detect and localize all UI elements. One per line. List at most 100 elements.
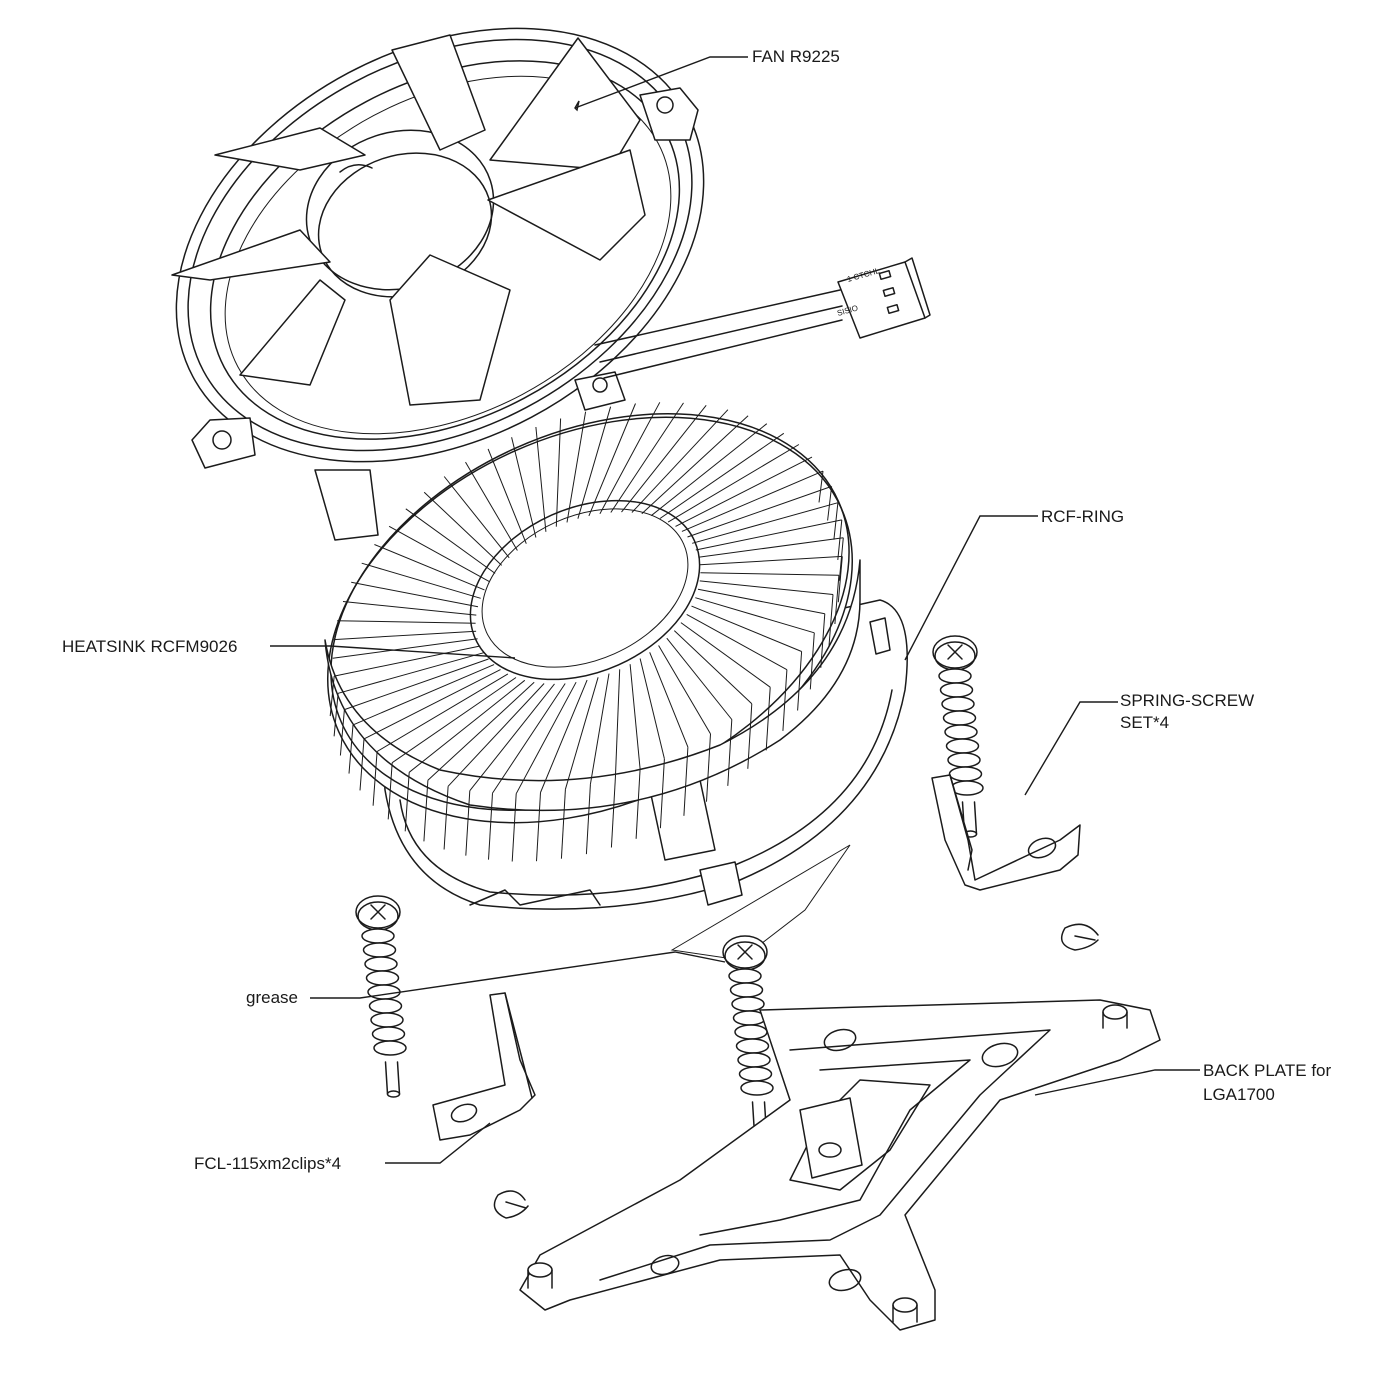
heatsink-fin <box>443 476 510 559</box>
heatsink-fin <box>555 418 562 527</box>
fan-label: FAN R9225 <box>752 47 840 66</box>
heatsink-fin <box>342 601 477 616</box>
heatsink-fin <box>344 658 489 711</box>
spring-coil <box>368 998 403 1014</box>
heatsink-fin-edge <box>348 724 354 774</box>
spring-coil <box>738 1066 773 1082</box>
heatsink-fin <box>423 491 503 566</box>
heatsink-fin-edge <box>828 594 834 647</box>
rcf-ring-label: RCF-RING <box>1041 507 1125 526</box>
heatsink-fin-edge <box>329 676 335 717</box>
heatsink-fin <box>337 652 484 694</box>
spring-coil <box>944 724 978 740</box>
heatsink-fin <box>680 622 771 688</box>
screw-drive-icon <box>370 904 386 920</box>
heatsink-fin <box>687 485 832 538</box>
heatsink-fin-edge <box>818 471 824 503</box>
heatsink-fin <box>391 677 517 764</box>
spring-coil <box>948 766 983 782</box>
leader-lines <box>270 56 1200 1164</box>
heatsink-fins <box>329 402 844 862</box>
spring-coil <box>938 668 972 684</box>
heatsink-fin-edge <box>585 784 591 855</box>
heatsink-fin-edge <box>404 772 410 832</box>
spring-coil <box>362 942 397 958</box>
screw-drive-icon <box>737 944 753 960</box>
grease-label: grease <box>246 988 298 1007</box>
heatsink-fin-edge <box>387 762 393 820</box>
screw-shaft <box>384 1061 401 1095</box>
heatsink-fin <box>588 403 636 517</box>
heatsink-fin <box>535 426 547 532</box>
spring-screw-label-line1: SPRING-SCREW <box>1120 691 1255 710</box>
heatsink-fin-edge <box>423 780 429 842</box>
heatsink-fin <box>469 683 555 792</box>
clip-left <box>432 992 536 1141</box>
heatsink-fin <box>511 437 537 538</box>
heatsink-fin <box>692 502 839 544</box>
c-ring-right <box>1060 923 1099 951</box>
heatsink-fin-edge <box>834 575 840 625</box>
heatsink-fin <box>691 605 802 652</box>
spring-coil <box>731 996 765 1012</box>
heatsink-fin-edge <box>536 792 541 862</box>
heatsink-fin <box>599 402 661 515</box>
heatsink-fin-edge <box>809 632 815 690</box>
heatsink-fin <box>332 638 478 659</box>
spring-coil <box>371 1026 406 1042</box>
heatsink-fin <box>487 448 527 544</box>
heatsink-fin <box>629 664 641 770</box>
screw-drive-icon <box>947 644 963 660</box>
heatsink-fin <box>614 669 621 778</box>
heatsink-fin <box>698 537 844 558</box>
heatsink-fin <box>621 404 707 513</box>
heatsink-fin <box>363 669 501 740</box>
spring-coil <box>373 1040 407 1056</box>
heatsink-fin <box>695 597 815 634</box>
spring-coil <box>367 984 401 1000</box>
spring-coil <box>729 982 764 998</box>
heatsink-fin <box>649 652 689 748</box>
heatsink-fin <box>374 544 485 591</box>
heatsink-fin <box>564 677 599 790</box>
spring-screw-label-line2: SET*4 <box>1120 713 1170 732</box>
heatsink-fin <box>337 620 476 624</box>
heatsink-fin-edge <box>659 758 665 829</box>
heatsink-fin <box>699 555 843 566</box>
heatsink-fin <box>639 658 665 759</box>
heatsink-fin-edge <box>838 537 844 581</box>
heatsink-fin-edge <box>511 793 517 862</box>
heatsink-fin-edge <box>443 786 449 850</box>
back-plate <box>519 999 1161 1331</box>
heatsink-fin <box>610 402 684 513</box>
heatsink-fin-edge <box>488 793 493 860</box>
heatsink-fin-edge <box>827 486 833 521</box>
heatsink-fin-edge <box>683 747 689 816</box>
heatsink-fin-edge <box>339 709 345 756</box>
heatsink-fin-edge <box>359 738 365 791</box>
heatsink-fin <box>492 683 566 794</box>
heatsink-fin <box>540 679 588 793</box>
heatsink-fin-edge <box>465 790 471 856</box>
spring-coil <box>728 968 762 984</box>
heatsink-fin <box>673 630 753 705</box>
spring-coil <box>361 928 395 944</box>
heatsink-fin-edge <box>837 519 843 560</box>
heatsink-fin-edge <box>372 751 378 806</box>
spring-coil <box>941 696 975 712</box>
spring-screw-center <box>722 935 774 1138</box>
heatsink-fin <box>334 645 481 677</box>
heatsink-fin-edge <box>782 669 788 731</box>
heatsink-fin <box>650 423 768 517</box>
spring-coil <box>365 970 400 986</box>
heatsink-fin <box>408 679 526 773</box>
heatsink-fin-edge <box>727 719 733 786</box>
heatsink-fin-edge <box>837 556 843 603</box>
heatsink-fin <box>361 562 481 599</box>
heatsink-fin <box>699 580 834 595</box>
heatsink-fin <box>566 411 587 523</box>
spring-screw-left <box>355 895 407 1098</box>
screw-tip <box>386 1090 401 1098</box>
heatsink-fin <box>376 673 509 752</box>
